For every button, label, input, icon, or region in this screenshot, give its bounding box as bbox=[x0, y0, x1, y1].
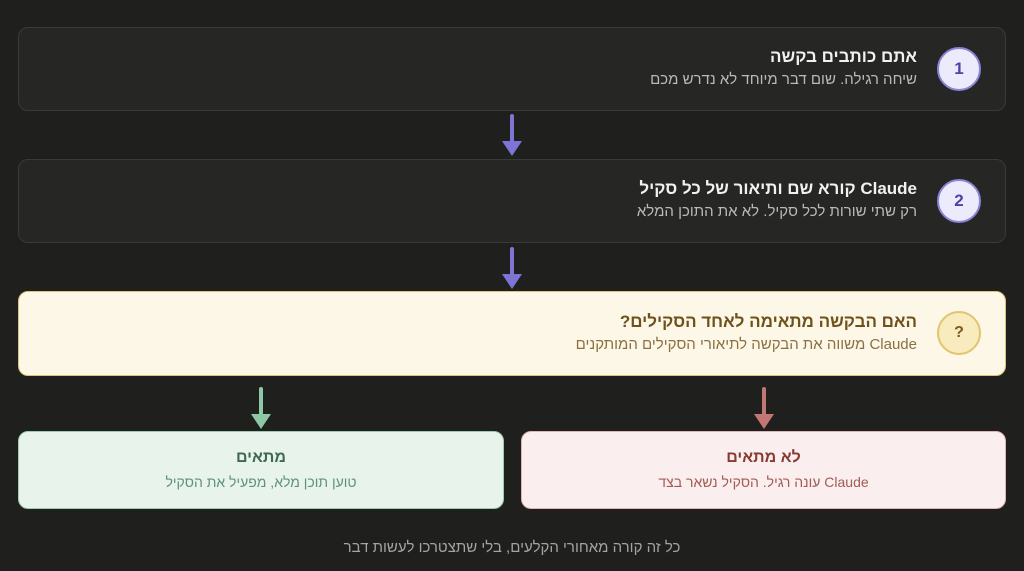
step-number-badge: 1 bbox=[937, 47, 981, 91]
step-number: 2 bbox=[954, 191, 964, 210]
footer-caption: כל זה קורה מאחורי הקלעים, בלי שתצטרכו לע… bbox=[343, 539, 681, 556]
decision-text: האם הבקשה מתאימה לאחד הסקילים? Claude מש… bbox=[576, 311, 917, 356]
step-2-box: 2 Claude קורא שם ותיאור של כל סקיל רק שת… bbox=[18, 159, 1006, 243]
arrow-down-icon bbox=[251, 387, 271, 429]
step-number: 1 bbox=[954, 59, 964, 78]
no-match-subtitle: Claude עונה רגיל. הסקיל נשאר בצד bbox=[658, 474, 869, 490]
decision-title: האם הבקשה מתאימה לאחד הסקילים? bbox=[619, 312, 917, 331]
step-title: אתם כותבים בקשה bbox=[770, 47, 917, 66]
question-mark-icon: ? bbox=[937, 311, 981, 355]
arrow-down-icon bbox=[754, 387, 774, 429]
match-title: מתאים bbox=[235, 449, 287, 466]
step-text: Claude קורא שם ותיאור של כל סקיל רק שתי … bbox=[637, 178, 917, 223]
step-subtitle: שיחה רגילה. שום דבר מיוחד לא נדרש מכם bbox=[650, 71, 917, 88]
no-match-title: לא מתאים bbox=[726, 449, 801, 466]
step-number-badge: 2 bbox=[937, 179, 981, 223]
arrow-down-icon bbox=[502, 114, 522, 156]
no-match-outcome-box: לא מתאים Claude עונה רגיל. הסקיל נשאר בצ… bbox=[521, 431, 1006, 509]
arrow-down-icon bbox=[502, 247, 522, 289]
step-1-box: 1 אתם כותבים בקשה שיחה רגילה. שום דבר מי… bbox=[18, 27, 1006, 111]
step-text: אתם כותבים בקשה שיחה רגילה. שום דבר מיוח… bbox=[650, 46, 917, 91]
decision-box: ? האם הבקשה מתאימה לאחד הסקילים? Claude … bbox=[18, 291, 1006, 376]
decision-subtitle: Claude משווה את הבקשה לתיאורי הסקילים המ… bbox=[575, 336, 917, 353]
decision-icon-glyph: ? bbox=[954, 324, 964, 341]
step-title: Claude קורא שם ותיאור של כל סקיל bbox=[639, 179, 917, 198]
match-subtitle: טוען תוכן מלא, מפעיל את הסקיל bbox=[165, 474, 357, 490]
match-outcome-box: מתאים טוען תוכן מלא, מפעיל את הסקיל bbox=[18, 431, 504, 509]
step-subtitle: רק שתי שורות לכל סקיל. לא את התוכן המלא bbox=[636, 203, 917, 220]
